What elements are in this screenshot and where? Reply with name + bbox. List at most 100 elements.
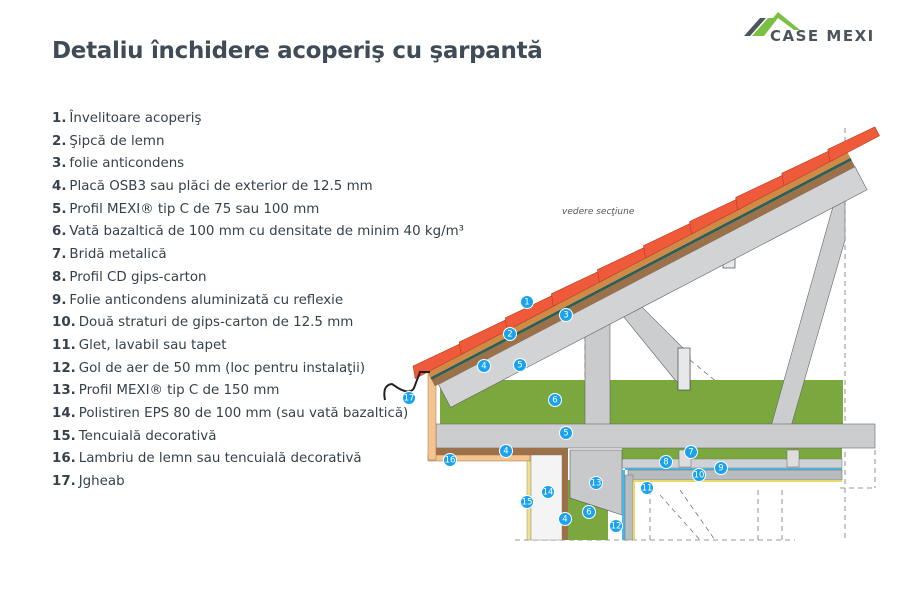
marker-10: 10 [692, 468, 706, 482]
marker-number: 7 [688, 448, 693, 458]
legend-number: 12. [52, 360, 76, 376]
legend-number: 4. [52, 179, 67, 195]
legend-number: 7. [52, 247, 67, 263]
ceiling-beam [435, 423, 876, 449]
cd-profile [621, 458, 843, 469]
marker-number: 4 [481, 362, 486, 372]
roof-battens [427, 152, 851, 378]
legend-item: 13.Profil MEXI® tip C de 150 mm [52, 380, 464, 403]
legend-number: 6. [52, 224, 67, 240]
legend-item: 6.Vată bazaltică de 100 mm cu densitate … [52, 221, 464, 244]
marker-13: 13 [589, 476, 603, 490]
legend-label: Profil MEXI® tip C de 150 mm [78, 383, 280, 399]
marker-number: 13 [591, 479, 602, 489]
legend-number: 5. [52, 201, 67, 217]
legend-label: Bridă metalică [69, 247, 167, 263]
legend-number: 1. [52, 111, 67, 126]
legend-item: 14.Polistiren EPS 80 de 100 mm (sau vată… [52, 403, 464, 426]
legend-number: 8. [52, 269, 67, 285]
legend-number: 11. [52, 337, 76, 353]
roof-tiles [412, 126, 880, 380]
legend-label: Vată bazaltică de 100 mm cu densitate de… [69, 224, 465, 240]
marker-number: 4 [503, 447, 508, 457]
legend-item: 2.Şipcă de lemn [52, 131, 464, 154]
marker-17: 17 [402, 391, 416, 405]
legend-label: folie anticondens [69, 156, 185, 172]
marker-2: 2 [503, 327, 517, 341]
legend-number: 2. [52, 133, 67, 149]
marker-6: 6 [548, 393, 562, 407]
legend-number: 13. [52, 383, 76, 399]
marker-7: 7 [684, 445, 698, 459]
marker-5: 5 [513, 358, 527, 372]
legend-label: Două straturi de gips-carton de 12.5 mm [78, 315, 354, 331]
marker-number: 6 [552, 396, 557, 406]
view-label: vedere secţiune [562, 207, 635, 217]
legend-label: Tencuială decorativă [78, 428, 217, 444]
legend-item: 10.Două straturi de gips-carton de 12.5 … [52, 312, 464, 335]
drywall-layers [627, 469, 843, 481]
legend-item: 5.Profil MEXI® tip C de 75 sau 100 mm [52, 199, 464, 222]
legend-number: 16. [52, 451, 76, 467]
legend-label: Şipcă de lemn [69, 133, 165, 149]
marker-4: 4 [477, 359, 491, 373]
legend-item: 9.Folie anticondens aluminizată cu refle… [52, 290, 464, 313]
legend-number: 9. [52, 292, 67, 308]
roof-osb [431, 160, 856, 387]
legend-label: Lambriu de lemn sau tencuială decorativă [78, 451, 362, 467]
marker-9: 9 [714, 461, 728, 475]
marker-number: 11 [642, 484, 653, 494]
legend-label: Jgheab [78, 474, 125, 489]
marker-14: 14 [541, 485, 555, 499]
ceiling-insulation [622, 447, 842, 459]
wall-inner-foil [622, 470, 625, 540]
legend-label: Profil MEXI® tip C de 75 sau 100 mm [69, 201, 320, 217]
legend-label: Profil CD gips-carton [69, 269, 207, 285]
wall-osb [562, 447, 568, 540]
marker-5: 5 [559, 426, 573, 440]
marker-4: 4 [558, 512, 572, 526]
marker-6: 6 [582, 505, 596, 519]
marker-number: 6 [586, 508, 591, 518]
marker-number: 16 [445, 456, 456, 466]
gutter [383, 371, 430, 401]
marker-3: 3 [559, 308, 573, 322]
legend-item: 12.Gol de aer de 50 mm (loc pentru insta… [52, 358, 464, 381]
legend-item: 16.Lambriu de lemn sau tencuială decorat… [52, 448, 464, 471]
truss-post [584, 317, 611, 429]
legend-label: Folie anticondens aluminizată cu reflexi… [69, 292, 344, 308]
marker-number: 10 [694, 471, 705, 481]
marker-4: 4 [499, 444, 513, 458]
marker-number: 5 [563, 429, 568, 439]
marker-1: 1 [520, 295, 534, 309]
marker-number: 8 [663, 458, 668, 468]
marker-number: 14 [543, 488, 554, 498]
marker-number: 4 [562, 515, 567, 525]
legend-label: Placă OSB3 sau plăci de exterior de 12.5… [69, 179, 373, 195]
legend-number: 10. [52, 315, 76, 331]
marker-8: 8 [659, 455, 673, 469]
legend-number: 3. [52, 156, 67, 172]
bracket [786, 449, 800, 468]
legend-item: 1.Învelitoare acoperiş [52, 108, 464, 131]
legend-label: Glet, lavabil sau tapet [78, 337, 227, 353]
roof-tile [827, 126, 880, 163]
marker-15: 15 [520, 495, 534, 509]
marker-number: 17 [404, 394, 415, 404]
marker-16: 16 [443, 453, 457, 467]
strut-plate [677, 347, 691, 391]
marker-number: 9 [718, 464, 723, 474]
brand-name: CASE MEXI [770, 27, 875, 45]
wall-inner-drywall [624, 474, 634, 541]
wall-finish [633, 482, 635, 540]
marker-11: 11 [640, 481, 654, 495]
reflective-foil [625, 468, 842, 470]
legend-number: 15. [52, 428, 76, 444]
marker-number: 15 [522, 498, 533, 508]
legend-item: 7.Bridă metalică [52, 244, 464, 267]
legend-number: 14. [52, 405, 76, 421]
